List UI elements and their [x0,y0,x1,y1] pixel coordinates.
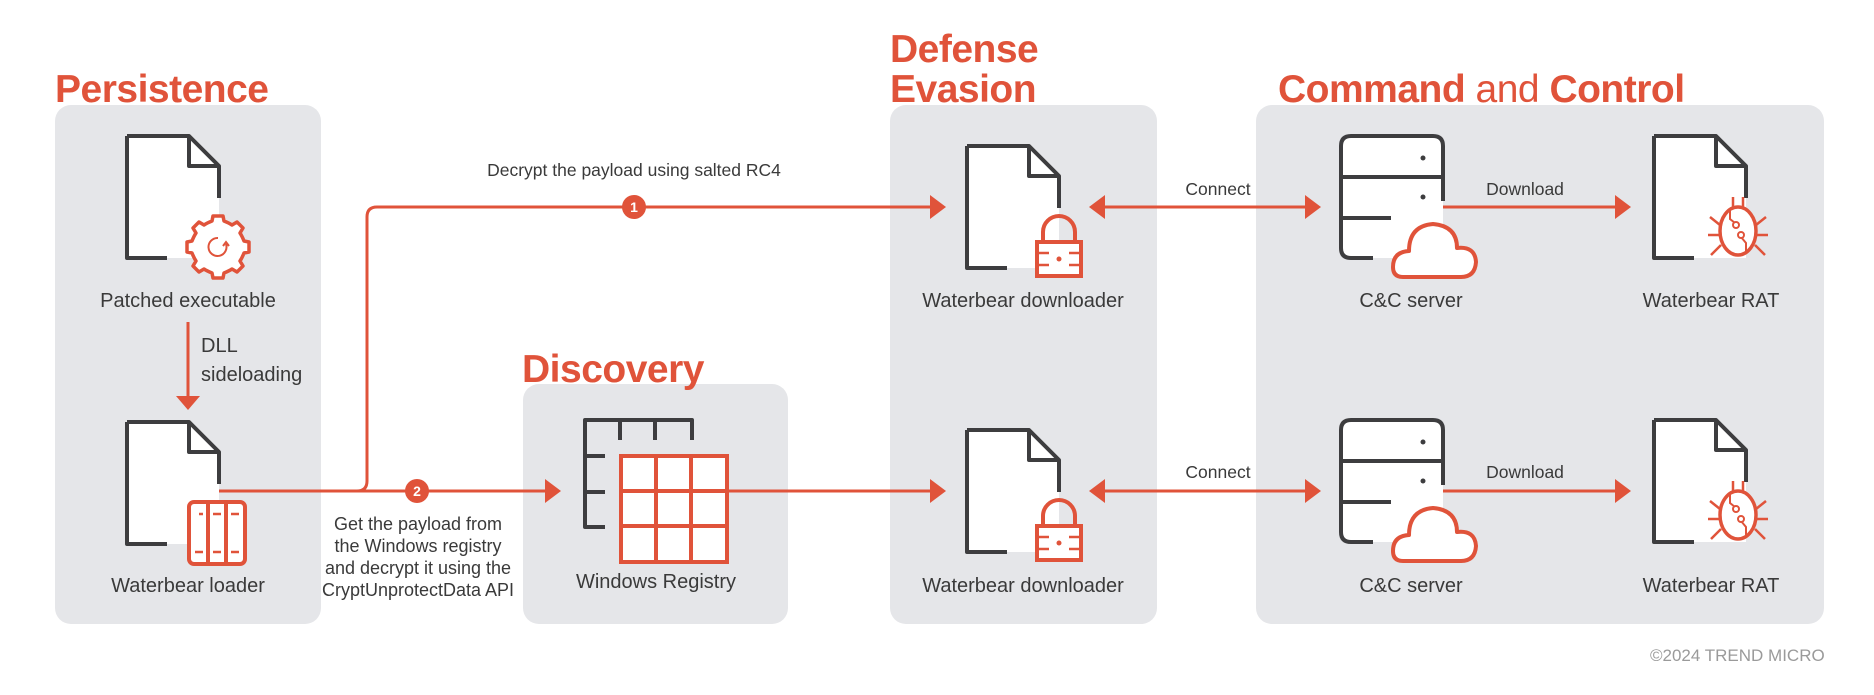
windows-registry-label: Windows Registry [575,571,737,593]
download2-arrowhead [1615,479,1631,503]
connect2-arrowhead-left [1089,479,1105,503]
route2-label-line1: Get the payload from [333,514,503,534]
route1-label: Decrypt the payload using salted RC4 [487,160,781,180]
route2-label-line2: the Windows registry [334,536,502,556]
route2-badge: 2 [405,479,429,503]
document-lock-icon [965,144,1083,278]
waterbear-rat-2-label: Waterbear RAT [1642,575,1780,597]
document-bug-icon [1652,418,1768,544]
registry-grid-icon [583,418,729,564]
server-cloud-icon [1339,134,1478,279]
document-gear-icon [125,134,251,280]
document-loader-icon [125,420,247,566]
control-title-part: Control [1549,68,1685,111]
route1-badge-text: 1 [630,199,638,215]
dll-label-line2: sideloading [201,364,303,386]
patched-executable-label: Patched executable [100,290,276,312]
route2-badge-text: 2 [413,483,421,499]
gear-shape [185,214,251,280]
registry-to-downloader-arrowhead [930,479,946,503]
connect-2-label: Connect [1185,462,1251,482]
defense-evasion-title-line2: Evasion [890,68,1037,111]
waterbear-rat-1-label: Waterbear RAT [1642,290,1780,312]
route1-arrowhead [930,195,946,219]
route1-badge: 1 [622,195,646,219]
command-title-part: Command [1278,68,1466,111]
server-cloud-icon [1339,418,1478,563]
download-1-label: Download [1486,179,1564,199]
connect2-arrowhead-right [1305,479,1321,503]
waterbear-downloader-2-label: Waterbear downloader [922,575,1124,597]
defense-evasion-title: Defense Evasion [890,28,1039,111]
copyright: ©2024 TREND MICRO [1650,646,1825,665]
and-title-part: and [1465,68,1550,111]
cc-server-1-label: C&C server [1359,290,1463,312]
command-control-title: Command and Control [1278,70,1685,110]
document-bug-icon [1652,134,1768,260]
connect-1-label: Connect [1185,179,1251,199]
waterbear-downloader-1-label: Waterbear downloader [922,290,1124,312]
persistence-title: Persistence [55,68,269,111]
dll-sideloading-arrowhead [176,396,200,410]
dll-label-line1: DLL [201,335,238,357]
cc-server-2-label: C&C server [1359,575,1463,597]
route1-line [300,205,935,493]
discovery-title: Discovery [522,348,704,391]
waterbear-loader-label: Waterbear loader [111,575,265,597]
document-lock-icon [965,428,1083,562]
connect1-arrowhead-left [1089,195,1105,219]
route2-label-line3: and decrypt it using the [324,558,512,578]
defense-evasion-title-line1: Defense [890,28,1039,71]
route2-label-line4: CryptUnprotectData API [321,580,515,600]
route2-label: Get the payload from the Windows registr… [322,513,514,601]
download-2-label: Download [1486,462,1564,482]
connect1-arrowhead-right [1305,195,1321,219]
download1-arrowhead [1615,195,1631,219]
route2-arrowhead [545,479,561,503]
connectors: 1 2 [176,195,1631,503]
